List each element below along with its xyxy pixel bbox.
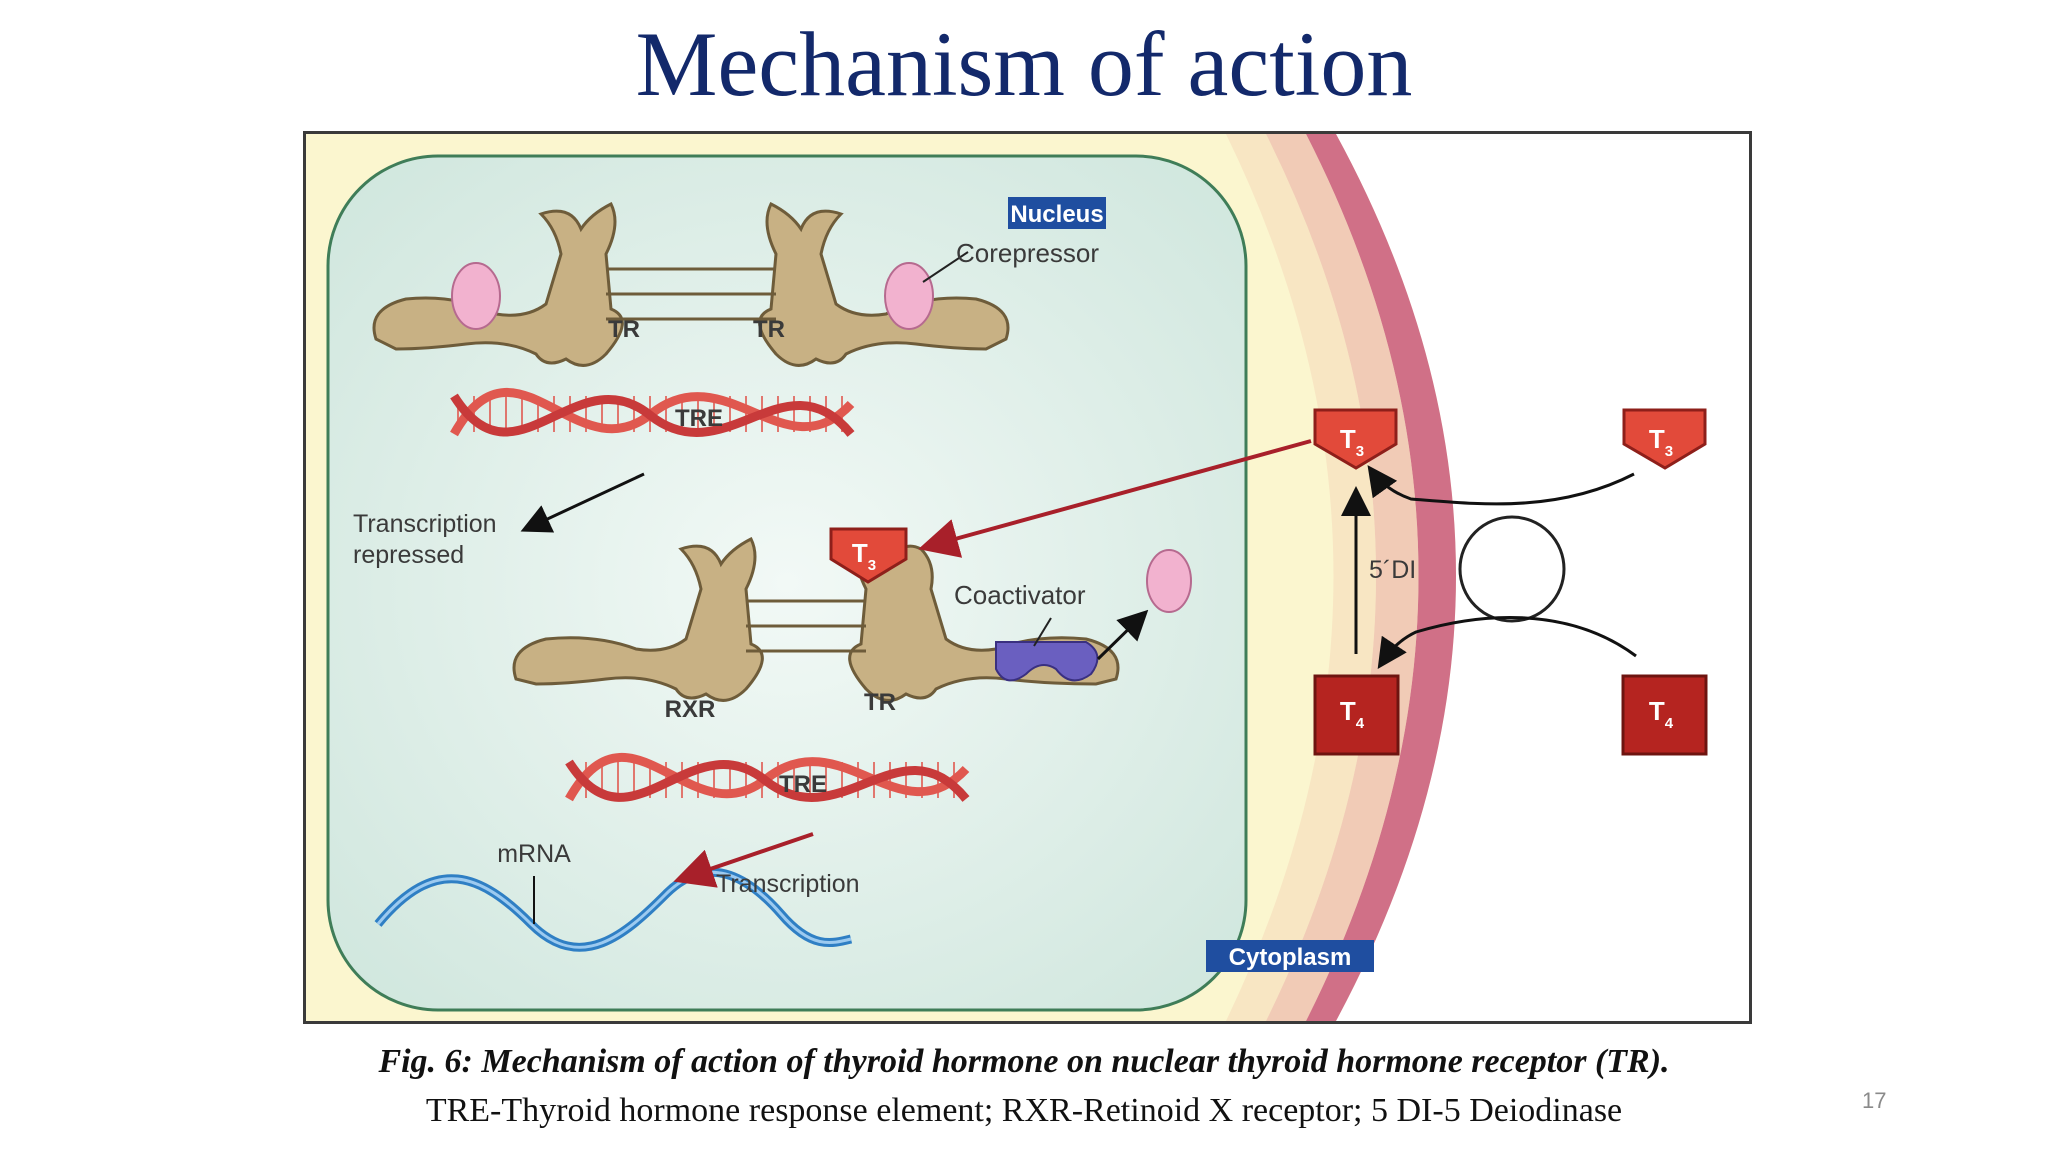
upper-receptor-dimer bbox=[372, 201, 1010, 367]
tr-right-label: TR bbox=[753, 316, 785, 343]
t4-cytoplasm bbox=[1313, 674, 1400, 756]
transcription-repressed-line1: Transcription bbox=[353, 510, 497, 538]
nucleus-label: Nucleus bbox=[1010, 201, 1103, 228]
figure-caption-title: Fig. 6: Mechanism of action of thyroid h… bbox=[378, 1043, 1670, 1080]
t3-bound bbox=[829, 527, 908, 584]
tr-left-label: TR bbox=[608, 316, 640, 343]
nucleus bbox=[326, 154, 1248, 1012]
t3-cytoplasm-label: T3 bbox=[1340, 424, 1364, 460]
membrane-transporter bbox=[1458, 515, 1566, 623]
coactivator-released bbox=[1146, 549, 1192, 613]
corepressor-right bbox=[884, 262, 934, 330]
tr-lower-label: TR bbox=[864, 689, 896, 716]
slide-number: 17 bbox=[1862, 1088, 1887, 1113]
corepressor-label: Corepressor bbox=[956, 238, 1099, 268]
t4-cytoplasm-label: T4 bbox=[1340, 696, 1365, 732]
mrna-strand bbox=[374, 867, 853, 952]
transcription-repressed-line2: repressed bbox=[353, 541, 464, 569]
t3-bound-label: T3 bbox=[852, 538, 876, 574]
slide-title: Mechanism of action bbox=[635, 13, 1413, 115]
nucleus-label-box bbox=[1008, 197, 1106, 229]
t4-outside bbox=[1621, 674, 1708, 756]
lower-receptor-dimer bbox=[512, 536, 1192, 702]
membrane-band bbox=[1306, 134, 1456, 1021]
cytoplasm-label: Cytoplasm bbox=[1229, 944, 1352, 971]
t4-outside-label: T4 bbox=[1649, 696, 1674, 732]
rxr-receptor bbox=[512, 536, 764, 702]
deiodinase-label: 5´DI bbox=[1369, 556, 1416, 584]
transcription-label: Transcription bbox=[716, 870, 860, 898]
lower-dna-helix bbox=[565, 753, 970, 802]
coactivator-label: Coactivator bbox=[954, 580, 1086, 610]
t3-outside bbox=[1622, 408, 1707, 470]
t3-cytoplasm bbox=[1313, 408, 1398, 470]
cytoplasm-label-box bbox=[1206, 940, 1374, 972]
mrna-label: mRNA bbox=[497, 840, 571, 868]
rxr-label: RXR bbox=[665, 696, 716, 723]
tre-lower-label: TRE bbox=[779, 771, 827, 798]
corepressor-left bbox=[451, 262, 501, 330]
thyroid-mechanism-diagram: Nucleus Cytoplasm TR TR Corepressor TRE … bbox=[306, 134, 1749, 1021]
coactivator bbox=[995, 641, 1099, 682]
figure-panel: Nucleus Cytoplasm TR TR Corepressor TRE … bbox=[303, 131, 1752, 1024]
upper-dna-helix bbox=[450, 388, 855, 437]
tre-upper-label: TRE bbox=[675, 405, 723, 432]
t3-outside-label: T3 bbox=[1649, 424, 1673, 460]
figure-caption-legend: TRE-Thyroid hormone response element; RX… bbox=[425, 1092, 1623, 1129]
